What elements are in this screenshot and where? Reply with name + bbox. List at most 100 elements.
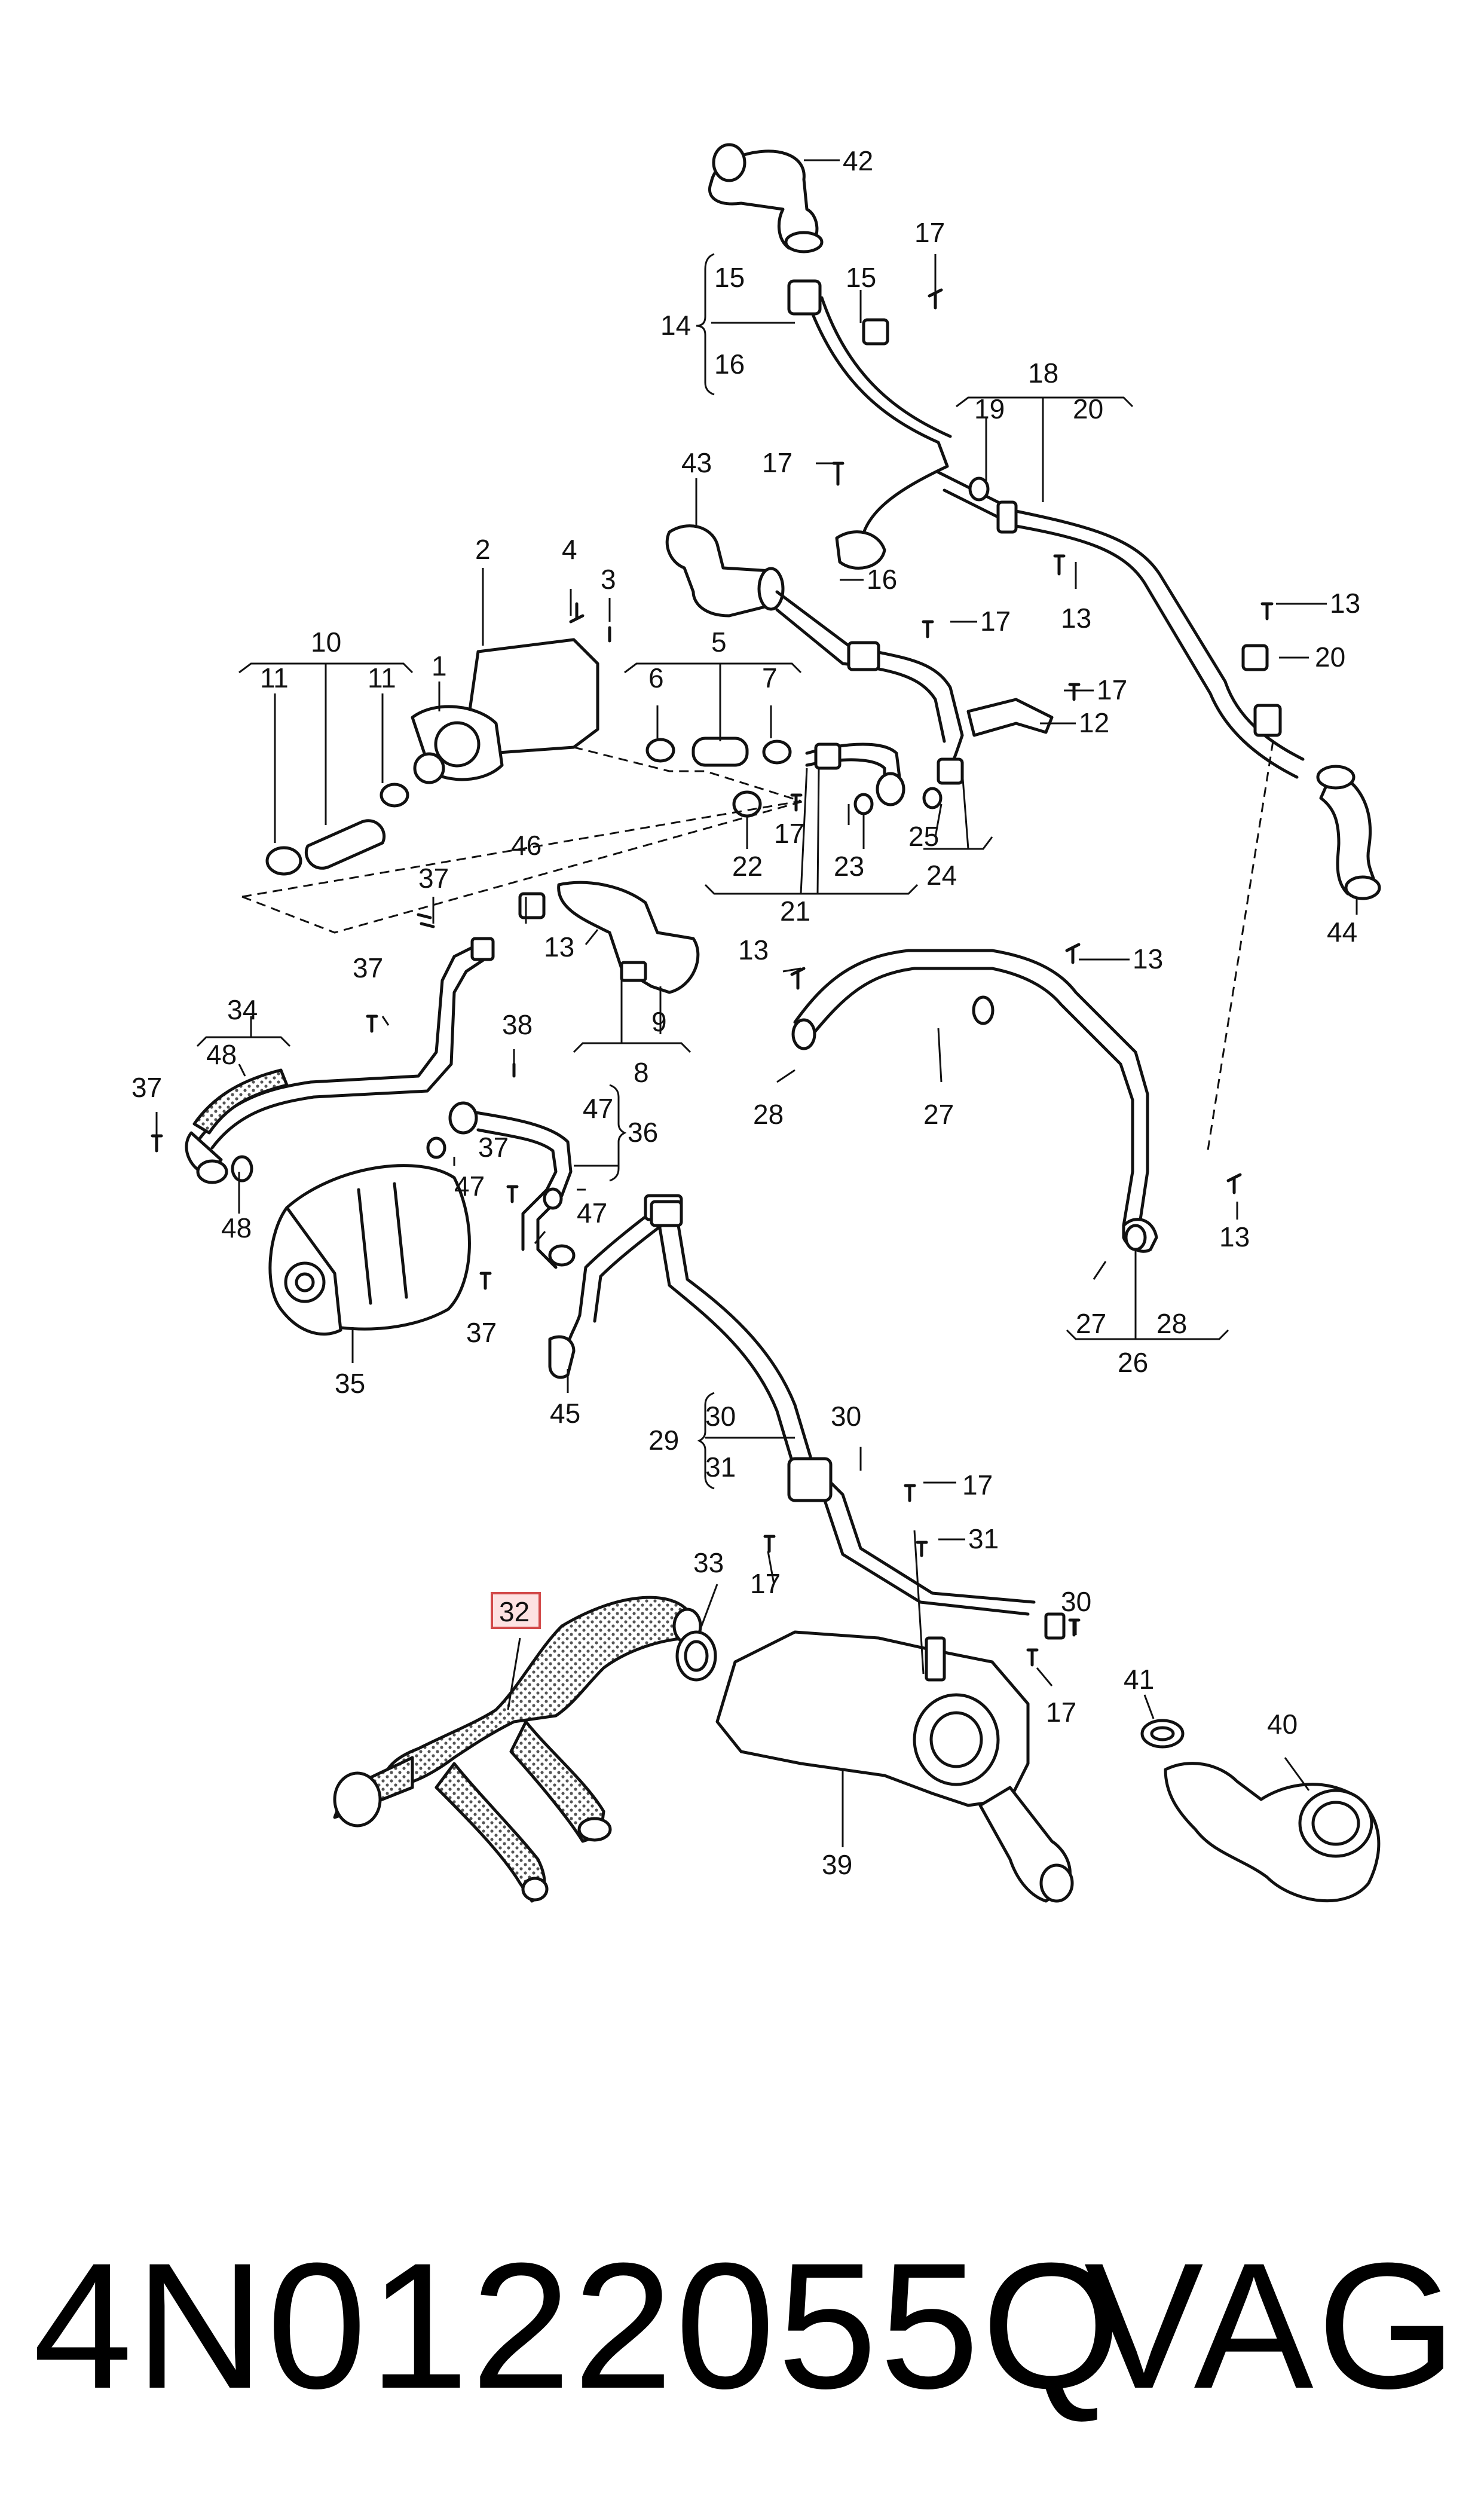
hose-40 bbox=[1164, 1762, 1381, 1903]
callout-8: 8 bbox=[634, 1057, 649, 1088]
hose-44 bbox=[1241, 644, 1381, 900]
callout-26: 26 bbox=[1118, 1347, 1148, 1378]
callout-42: 42 bbox=[843, 145, 873, 176]
highlight-box-32 bbox=[491, 1592, 541, 1629]
callout-37: 37 bbox=[478, 1132, 509, 1163]
callout-38: 38 bbox=[502, 1009, 533, 1040]
thermostat-housing-39 bbox=[715, 1630, 1074, 1903]
callout-21: 21 bbox=[780, 896, 810, 927]
callout-20: 20 bbox=[1073, 393, 1103, 424]
hose-43 bbox=[665, 524, 785, 618]
callout-5: 5 bbox=[711, 627, 727, 658]
callout-24: 24 bbox=[926, 860, 957, 891]
pipe-29 bbox=[650, 1200, 1066, 1640]
assembly-frame-2 bbox=[241, 800, 804, 934]
callout-17: 17 bbox=[980, 606, 1011, 637]
callout-13: 13 bbox=[1330, 588, 1360, 619]
callout-4: 4 bbox=[562, 534, 577, 565]
pipe-26 bbox=[791, 949, 1158, 1253]
clamp-33 bbox=[675, 1630, 717, 1682]
callout-13: 13 bbox=[1133, 943, 1163, 974]
callout-17: 17 bbox=[750, 1568, 781, 1599]
callout-45: 45 bbox=[550, 1398, 580, 1429]
callout-15: 15 bbox=[714, 262, 745, 293]
footer: 4N0122055Q VAG bbox=[0, 2212, 1484, 2463]
callout-11: 11 bbox=[260, 662, 289, 693]
callout-30: 30 bbox=[705, 1401, 736, 1432]
callout-32: 32 bbox=[499, 1596, 530, 1627]
callout-17: 17 bbox=[1046, 1697, 1076, 1728]
part-number: 4N0122055Q bbox=[33, 2225, 1124, 2426]
parts-exploded-diagram: 42 17 15 15 14 16 18 19 20 43 17 16 13 1… bbox=[131, 143, 1381, 1903]
callout-41: 41 bbox=[1124, 1664, 1154, 1695]
hose-42 bbox=[708, 143, 824, 253]
alternator-35 bbox=[268, 1164, 471, 1336]
callout-29: 29 bbox=[648, 1425, 679, 1456]
callout-39: 39 bbox=[822, 1849, 852, 1880]
callout-43: 43 bbox=[681, 447, 712, 478]
callout-48: 48 bbox=[221, 1212, 252, 1243]
callout-13: 13 bbox=[738, 934, 769, 965]
callout-9: 9 bbox=[651, 1006, 667, 1037]
hose-10 bbox=[265, 783, 409, 876]
callout-16: 16 bbox=[867, 564, 897, 595]
callout-33: 33 bbox=[693, 1547, 724, 1578]
callout-28: 28 bbox=[1156, 1308, 1187, 1339]
callout-46: 46 bbox=[511, 830, 541, 861]
callout-37: 37 bbox=[466, 1317, 497, 1348]
callout-47: 47 bbox=[454, 1171, 485, 1202]
callout-17: 17 bbox=[1097, 674, 1127, 705]
pump-assembly-1 bbox=[411, 638, 599, 784]
callout-44: 44 bbox=[1327, 916, 1357, 948]
callout-13: 13 bbox=[1219, 1221, 1250, 1252]
callout-27: 27 bbox=[1076, 1308, 1106, 1339]
callout-10: 10 bbox=[311, 627, 341, 658]
callout-18: 18 bbox=[1028, 357, 1058, 389]
hose-48 bbox=[192, 1068, 289, 1135]
brand-label: VAG bbox=[1084, 2225, 1460, 2426]
callout-35: 35 bbox=[335, 1368, 365, 1399]
bracket-12 bbox=[966, 698, 1054, 737]
assembly-frame-1 bbox=[241, 746, 801, 898]
hose-32 bbox=[333, 1596, 702, 1903]
bolt-icons bbox=[151, 288, 1274, 1667]
callout-34: 34 bbox=[227, 994, 258, 1025]
pipe-21 bbox=[732, 742, 943, 818]
callout-7: 7 bbox=[762, 662, 778, 693]
callout-12: 12 bbox=[1079, 707, 1109, 738]
callout-36: 36 bbox=[628, 1117, 658, 1148]
pipe-36 bbox=[426, 1101, 576, 1269]
callout-3: 3 bbox=[601, 564, 616, 595]
callout-25: 25 bbox=[908, 821, 939, 852]
callout-13: 13 bbox=[1061, 603, 1091, 634]
callout-22: 22 bbox=[732, 851, 763, 882]
callout-15: 15 bbox=[846, 262, 876, 293]
callout-17: 17 bbox=[914, 217, 945, 248]
callout-40: 40 bbox=[1267, 1709, 1298, 1740]
callout-31: 31 bbox=[968, 1523, 999, 1554]
callout-48: 48 bbox=[206, 1039, 237, 1070]
callout-31: 31 bbox=[705, 1451, 736, 1483]
callout-13: 13 bbox=[544, 931, 574, 962]
callout-30: 30 bbox=[831, 1401, 861, 1432]
callout-23: 23 bbox=[834, 851, 864, 882]
callout-17: 17 bbox=[962, 1469, 993, 1501]
callout-labels: 42 17 15 15 14 16 18 19 20 43 17 16 13 1… bbox=[131, 145, 1360, 1880]
clamp-41 bbox=[1140, 1719, 1185, 1749]
callout-19: 19 bbox=[974, 393, 1005, 424]
callout-16: 16 bbox=[714, 349, 745, 380]
callout-17: 17 bbox=[762, 447, 793, 478]
pipe-assembly-24 bbox=[775, 590, 964, 785]
pipe-18-link-line bbox=[1206, 741, 1274, 1154]
coolant-pipe-14 bbox=[787, 279, 952, 570]
callout-2: 2 bbox=[475, 534, 491, 565]
callout-1: 1 bbox=[432, 650, 447, 682]
callout-47: 47 bbox=[583, 1093, 613, 1124]
hose-8 bbox=[557, 881, 700, 994]
callout-14: 14 bbox=[660, 310, 691, 341]
callout-6: 6 bbox=[648, 662, 664, 693]
callout-47: 47 bbox=[577, 1197, 607, 1229]
callout-17: 17 bbox=[774, 818, 804, 849]
callout-20: 20 bbox=[1315, 641, 1345, 673]
hose-5 bbox=[645, 737, 792, 767]
